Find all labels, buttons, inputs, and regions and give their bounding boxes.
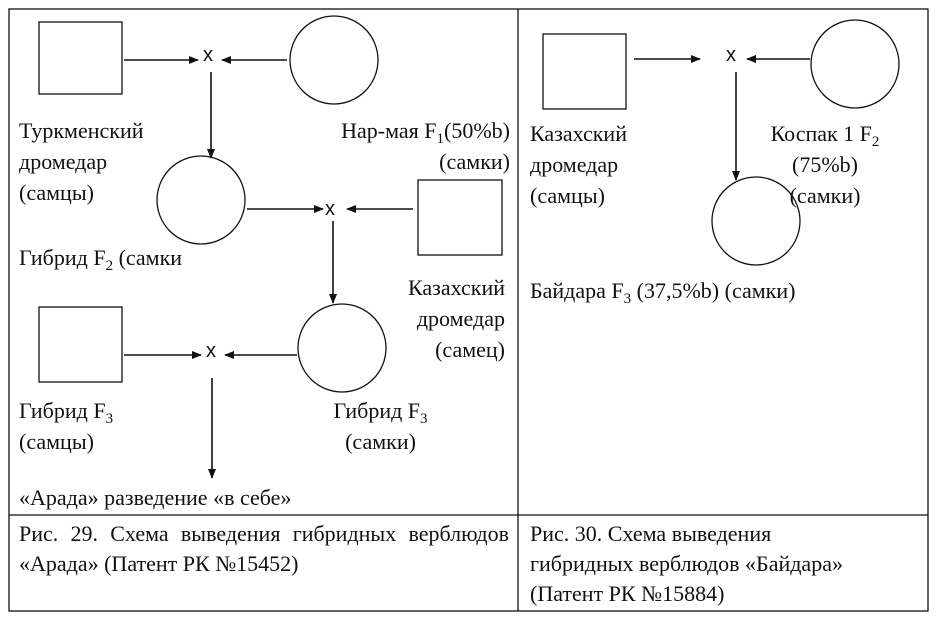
label-kazakh-dromedary-male: Казахский дромедар (самец): [408, 275, 505, 362]
cross-mark-3: x: [206, 340, 216, 362]
female-circle-baydara: [711, 176, 801, 266]
female-circle-narmaya: [289, 15, 379, 105]
caption-figure-30: Рис. 30. Схема выведения гибридных вербл…: [530, 521, 843, 606]
label-hybrid-f2: Гибрид F2 (самки: [19, 245, 183, 274]
label-narmaya: Нар-мая F1(50%b) (самки): [341, 118, 510, 174]
male-square-turkmen: [38, 21, 123, 95]
label-kazakh-dromedary-right: Казахский дромедар (самцы): [530, 121, 627, 208]
left-arrows: [124, 56, 413, 479]
female-circle-kospak: [810, 19, 900, 109]
male-square-kazakh: [417, 179, 503, 256]
table-borders: [8, 8, 929, 612]
right-arrows: [634, 55, 810, 181]
label-baydara: Байдара F3 (37,5%b) (самки): [530, 278, 796, 307]
label-hybrid-f3-females: Гибрид F3 (самки): [333, 398, 428, 454]
male-square-hybrid-f3: [38, 306, 123, 383]
label-kospak: Коспак 1 F2 (75%b) (самки): [770, 121, 880, 208]
female-circle-hybrid-f2: [156, 155, 246, 245]
label-arada: «Арада» разведение «в себе»: [19, 485, 292, 510]
caption-figure-29: Рис. 29. Схема выведения гибридных вербл…: [19, 521, 509, 576]
male-square-kazakh-right: [542, 33, 627, 110]
cross-mark-right: x: [726, 44, 736, 66]
female-circle-hybrid-f3: [297, 303, 387, 393]
label-hybrid-f3-males: Гибрид F3 (самцы): [19, 398, 114, 454]
label-turkmen-dromedary: Туркменский дромедар (самцы): [19, 118, 144, 205]
cross-mark-2: x: [325, 198, 335, 220]
cross-mark-1: x: [203, 44, 213, 66]
